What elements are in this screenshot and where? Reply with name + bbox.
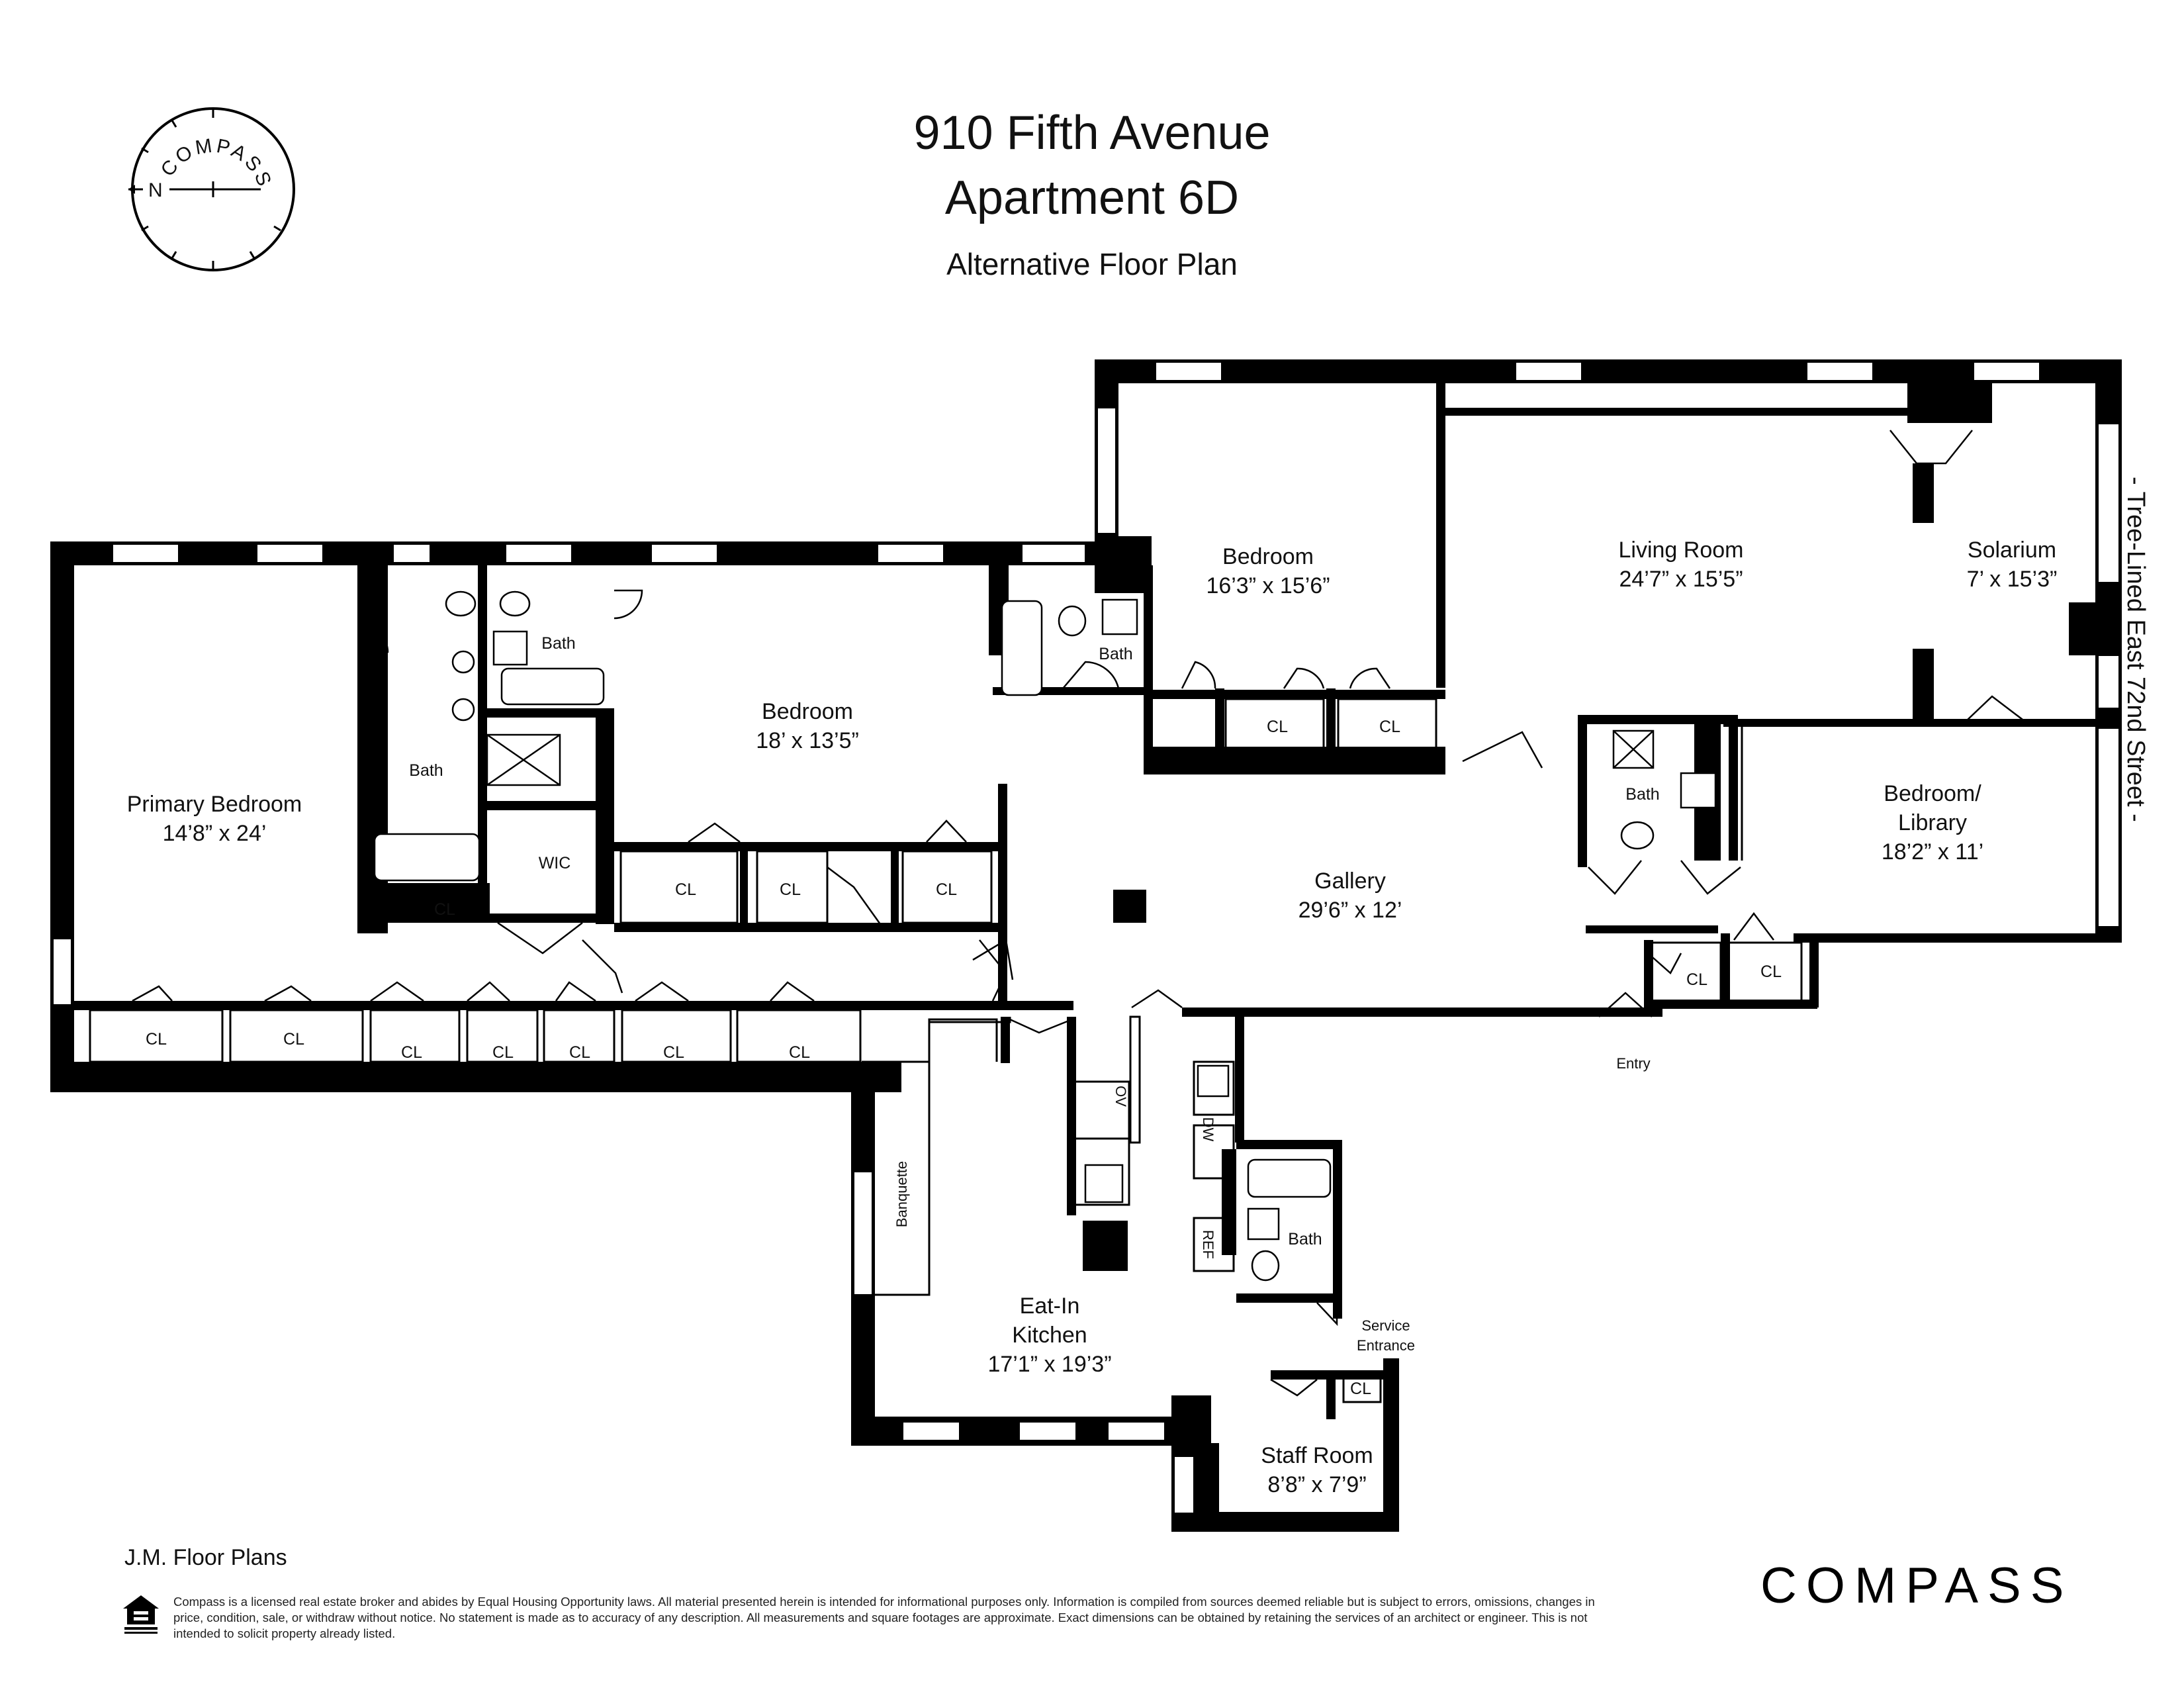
staff-room-size: 8’8” x 7’9” (1267, 1472, 1366, 1497)
plan-subtitle: Alternative Floor Plan (946, 247, 1238, 281)
gallery-size: 29’6” x 12’ (1298, 898, 1402, 923)
kitchen-label-2: Kitchen (1012, 1323, 1087, 1348)
closet-label: CL (1760, 962, 1782, 981)
dishwasher-label: DW (1200, 1117, 1216, 1142)
closet-label: CL (789, 1043, 810, 1062)
bath-fixtures (373, 590, 1717, 1282)
floor-plan-credit: J.M. Floor Plans (124, 1545, 287, 1570)
bedroom-library-label-2: Library (1898, 810, 1967, 835)
apartment-number: Apartment 6D (944, 171, 1240, 224)
closet-label: CL (1267, 718, 1288, 736)
service-entrance-label-1: Service (1361, 1317, 1410, 1334)
windows (52, 361, 2120, 1514)
street-label-text: - Tree-Lined East 72nd Street - (2122, 477, 2150, 822)
banquette-label: Banquette (893, 1161, 910, 1227)
compass-north-letter: N (148, 179, 163, 201)
bath-label: Bath (1288, 1230, 1322, 1248)
legal-disclaimer: Compass is a licensed real estate broker… (173, 1595, 1595, 1640)
compass-rose-icon: COMPASS N (128, 107, 295, 271)
closet-label: CL (675, 880, 696, 899)
bedroom-library-label-1: Bedroom/ (1884, 781, 1981, 806)
interior-walls (74, 383, 2095, 1419)
closet-label: CL (1686, 970, 1707, 989)
service-entrance-label-2: Entrance (1357, 1337, 1415, 1354)
solarium-size: 7’ x 15’3” (1967, 567, 2058, 592)
entry-label: Entry (1616, 1055, 1650, 1072)
living-room-size: 24’7” x 15’5” (1619, 567, 1743, 592)
living-room-label: Living Room (1619, 538, 1744, 563)
bedroom-library-size: 18’2” x 11’ (1882, 839, 1983, 865)
interior-outlines (89, 698, 1803, 1403)
bath-label: Bath (1099, 645, 1132, 663)
bedroom-2-label: Bedroom (1222, 544, 1314, 569)
door-swings (132, 430, 2026, 1397)
primary-bedroom-label: Primary Bedroom (127, 792, 302, 817)
closet-label: CL (569, 1043, 590, 1062)
closet-label: CL (434, 900, 455, 919)
primary-bedroom-size: 14’8” x 24’ (163, 821, 267, 846)
compass-brand-logo: COMPASS (1760, 1558, 2073, 1614)
closet-label: CL (1350, 1380, 1371, 1398)
closet-label: CL (146, 1030, 167, 1049)
equal-housing-opportunity-icon (123, 1595, 159, 1634)
kitchen-size: 17’1” x 19’3” (987, 1352, 1111, 1377)
property-address: 910 Fifth Avenue (913, 107, 1271, 160)
bedroom-1-label: Bedroom (762, 699, 853, 724)
closet-label: CL (780, 880, 801, 899)
bath-label: Bath (1625, 785, 1659, 804)
kitchen-label-1: Eat-In (1020, 1293, 1080, 1319)
refrigerator-label: REF (1200, 1230, 1216, 1259)
closet-label: CL (401, 1043, 422, 1062)
staff-room-label: Staff Room (1261, 1443, 1373, 1468)
bath-label: Bath (409, 761, 443, 780)
wic-label: WIC (539, 854, 571, 872)
bedroom-1-size: 18’ x 13’5” (756, 728, 859, 753)
closet-label: CL (283, 1030, 304, 1049)
bath-label: Bath (541, 634, 575, 653)
closet-label: CL (936, 880, 957, 899)
solarium-label: Solarium (1968, 538, 2056, 563)
bedroom-2-size: 16’3” x 15’6” (1206, 573, 1330, 598)
closet-label: CL (492, 1043, 514, 1062)
closet-label: CL (1379, 718, 1400, 736)
closet-label: CL (663, 1043, 684, 1062)
oven-label: OV (1113, 1086, 1129, 1107)
gallery-label: Gallery (1314, 868, 1386, 894)
